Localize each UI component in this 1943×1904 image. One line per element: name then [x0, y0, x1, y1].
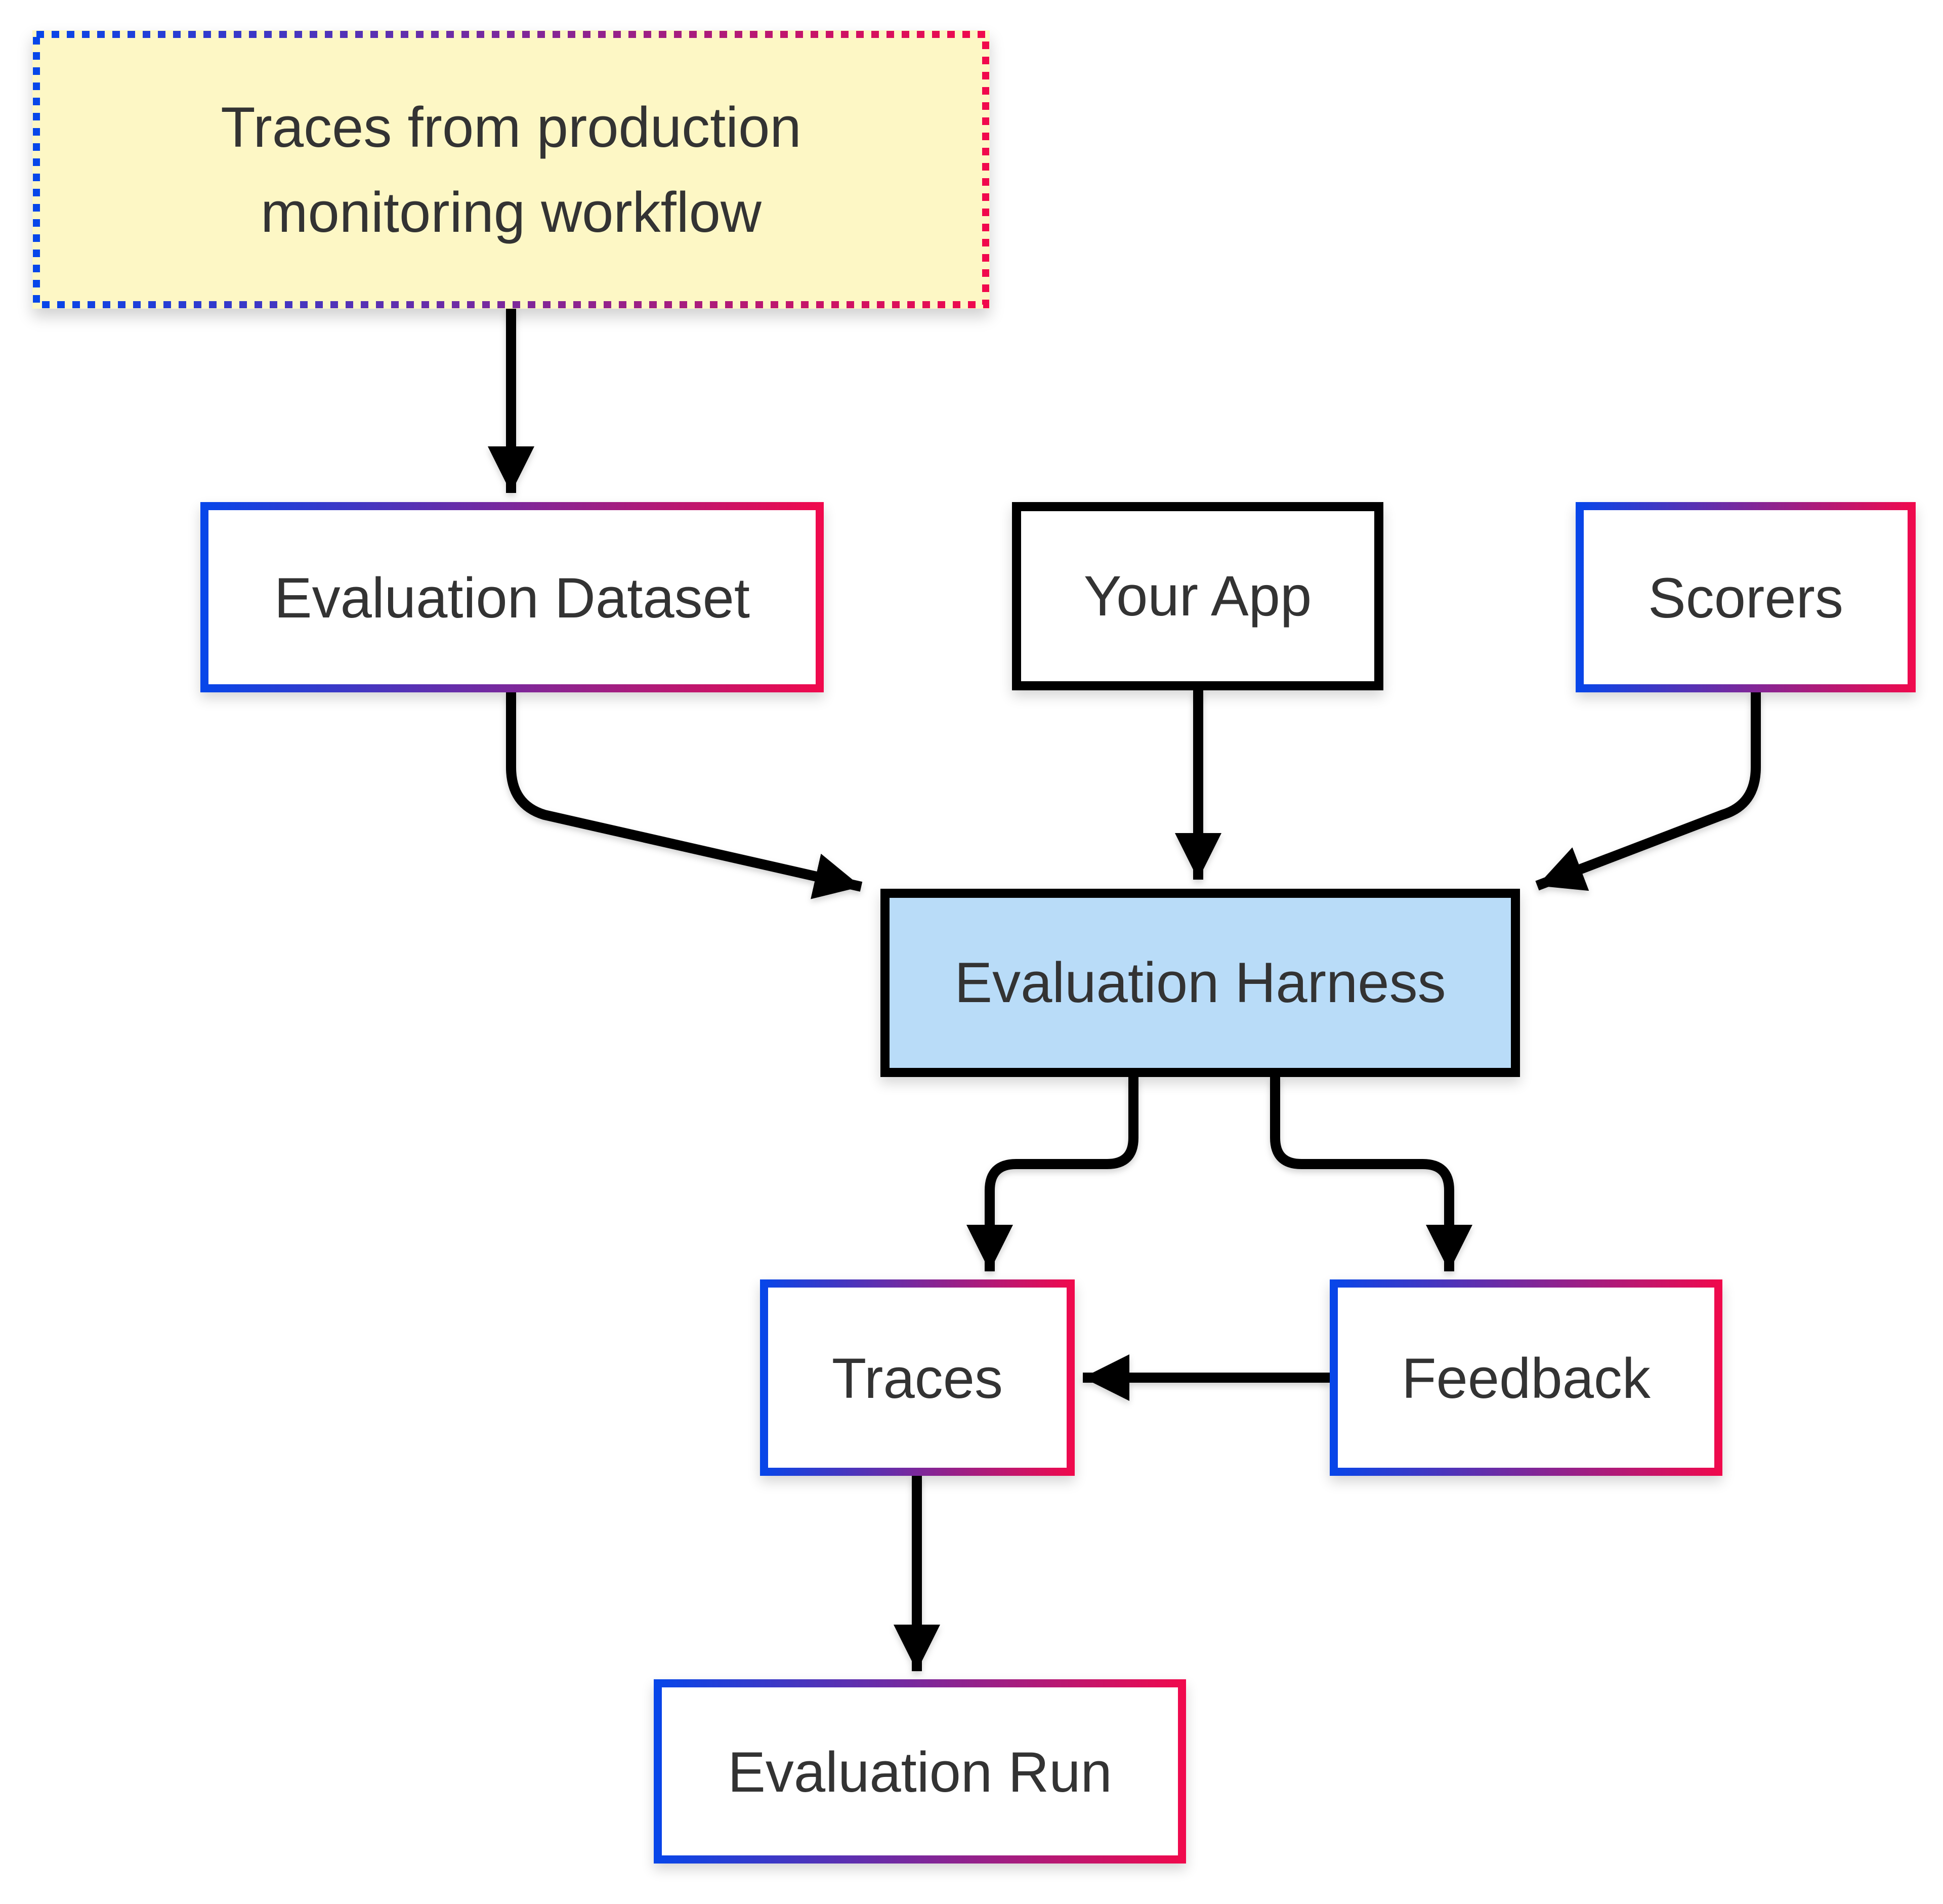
node-label-evaluation-dataset: Evaluation Dataset — [274, 565, 750, 629]
node-evaluation-run: Evaluation Run — [654, 1679, 1186, 1864]
node-label-traces: Traces — [831, 1346, 1003, 1410]
node-traces: Traces — [760, 1279, 1075, 1476]
node-scorers: Scorers — [1576, 502, 1916, 692]
edge-scorers-to-harness — [1535, 692, 1761, 891]
node-evaluation-dataset: Evaluation Dataset — [200, 502, 824, 692]
edge-dataset-to-harness — [506, 692, 863, 899]
node-label-evaluation-harness: Evaluation Harness — [954, 950, 1446, 1014]
node-label-your-app: Your App — [1083, 564, 1312, 628]
node-label-feedback: Feedback — [1402, 1346, 1651, 1410]
edge-harness-to-feedback — [1270, 1077, 1472, 1271]
node-label-scorers: Scorers — [1648, 565, 1843, 629]
node-label-evaluation-run: Evaluation Run — [728, 1740, 1112, 1803]
node-evaluation-harness: Evaluation Harness — [880, 889, 1520, 1077]
node-label-production-traces: Traces from production monitoring workfl… — [221, 95, 801, 243]
node-feedback: Feedback — [1330, 1279, 1722, 1476]
node-your-app: Your App — [1012, 502, 1383, 690]
edge-harness-to-traces — [966, 1077, 1138, 1271]
node-production-traces-note: Traces from production monitoring workfl… — [32, 30, 990, 309]
